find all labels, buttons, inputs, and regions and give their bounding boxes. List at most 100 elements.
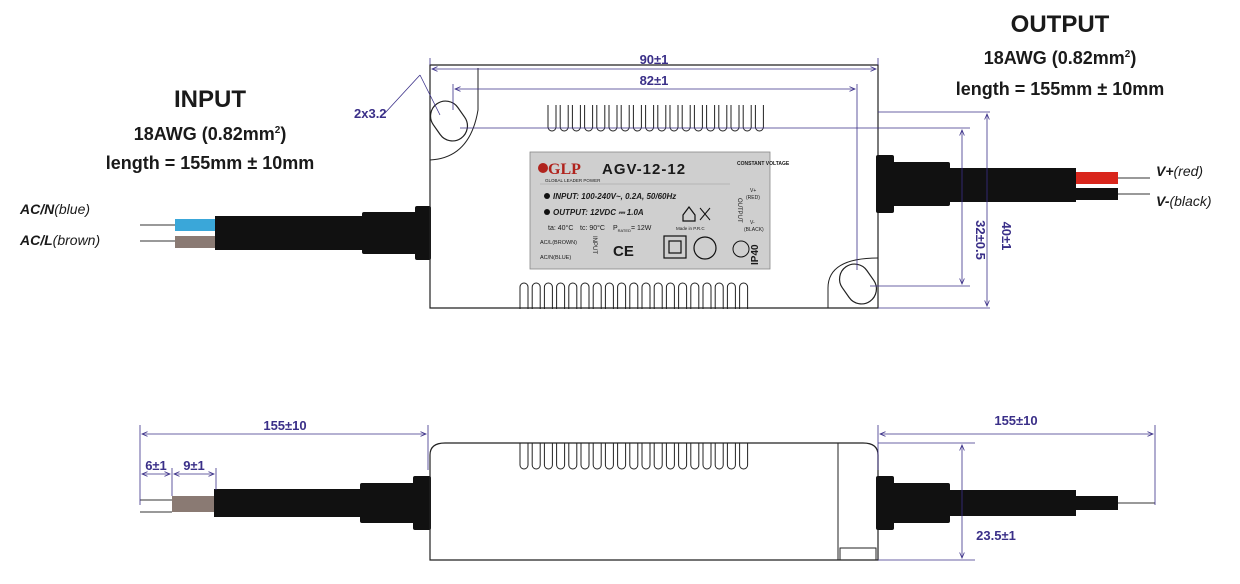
v-minus-label: V-(black) bbox=[1156, 193, 1212, 209]
vent-slot bbox=[641, 282, 651, 309]
safety-icon bbox=[732, 240, 750, 258]
input-strain-relief bbox=[362, 212, 417, 254]
vent-slot bbox=[608, 105, 618, 132]
vent-slot bbox=[556, 282, 566, 309]
ac-n-label: AC/N(blue) bbox=[19, 201, 90, 217]
input-side-text: INPUT bbox=[591, 236, 597, 254]
vent-slot bbox=[543, 443, 553, 470]
vent-slot bbox=[604, 443, 614, 470]
dim-height: 23.5±1 bbox=[976, 528, 1016, 543]
input-heading: INPUT 18AWG (0.82mm2) length = 155mm ± 1… bbox=[106, 86, 314, 173]
vent-slot bbox=[641, 443, 651, 470]
input-cable-side bbox=[214, 489, 364, 517]
vent-slot bbox=[629, 282, 639, 309]
vent-slot bbox=[754, 105, 764, 132]
output-title: OUTPUT bbox=[1011, 11, 1110, 38]
dim-overall-width: 40±1 bbox=[999, 222, 1014, 251]
output-awg: 18AWG (0.82mm2) bbox=[984, 48, 1137, 68]
vents-side bbox=[519, 443, 749, 470]
ac-l-terminal: AC/L(BROWN) bbox=[540, 240, 577, 246]
vent-slot bbox=[568, 282, 578, 309]
ce-mark: CE bbox=[613, 243, 634, 260]
vent-slot bbox=[519, 443, 529, 470]
input-cable bbox=[215, 216, 365, 250]
vent-slot bbox=[596, 105, 606, 132]
class2-icon bbox=[663, 235, 687, 259]
vent-slot bbox=[620, 105, 630, 132]
vent-slot bbox=[730, 105, 740, 132]
input-length: length = 155mm ± 10mm bbox=[106, 153, 314, 173]
bin-icon bbox=[699, 207, 711, 221]
dim-cable-out: 155±10 bbox=[994, 413, 1037, 428]
vent-slot bbox=[531, 282, 541, 309]
dim-hole: 2x3.2 bbox=[354, 106, 387, 121]
tc-value: tc: 90°C bbox=[580, 224, 605, 232]
black-wire bbox=[1076, 188, 1118, 200]
vent-slot bbox=[592, 443, 602, 470]
vent-slot bbox=[556, 443, 566, 470]
house-icon bbox=[682, 206, 696, 222]
vent-slot bbox=[678, 443, 688, 470]
vent-slot bbox=[571, 105, 581, 132]
ta-value: ta: 40°C bbox=[548, 224, 573, 232]
vent-slot bbox=[653, 282, 663, 309]
vent-slot bbox=[726, 282, 736, 309]
made-in: Made in P.R.C bbox=[676, 226, 705, 231]
vent-slot bbox=[678, 282, 688, 309]
input-title: INPUT bbox=[174, 86, 246, 113]
model-name: AGV-12-12 bbox=[602, 161, 686, 178]
v-plus-terminal: V+ bbox=[750, 188, 756, 194]
vent-slot bbox=[617, 443, 627, 470]
vent-slot bbox=[592, 282, 602, 309]
dim-sleeve: 9±1 bbox=[183, 458, 205, 473]
vent-slot bbox=[706, 105, 716, 132]
vent-slot bbox=[531, 443, 541, 470]
vent-slot bbox=[604, 282, 614, 309]
dim-strip: 6±1 bbox=[145, 458, 167, 473]
vent-slot bbox=[580, 282, 590, 309]
vent-slot bbox=[617, 282, 627, 309]
ac-n-terminal: AC/N(BLUE) bbox=[540, 255, 571, 261]
brand-sub: GLOBAL LEADER POWER bbox=[545, 178, 601, 183]
v-plus-label: V+(red) bbox=[1156, 163, 1203, 179]
vent-slot bbox=[690, 282, 700, 309]
input-wires-top bbox=[140, 206, 431, 260]
brown-wire bbox=[175, 236, 217, 248]
input-awg: 18AWG (0.82mm2) bbox=[134, 124, 287, 144]
product-label: GLP GLOBAL LEADER POWER AGV-12-12 CONSTA… bbox=[529, 151, 790, 270]
vent-slot bbox=[739, 282, 749, 309]
brand-mark bbox=[538, 163, 548, 173]
vent-slot bbox=[726, 443, 736, 470]
vent-slot bbox=[665, 282, 675, 309]
vent-slot bbox=[665, 443, 675, 470]
vent-slot bbox=[693, 105, 703, 132]
vent-slot bbox=[543, 282, 553, 309]
vent-slot bbox=[580, 443, 590, 470]
vents-top bbox=[547, 105, 764, 132]
vent-slot bbox=[702, 282, 712, 309]
v-minus-terminal: V- bbox=[750, 220, 755, 226]
prated-value: PRATED= 12W bbox=[613, 225, 652, 233]
vent-slot bbox=[702, 443, 712, 470]
vents-bottom bbox=[519, 282, 749, 309]
vent-slot bbox=[742, 105, 752, 132]
blue-wire bbox=[175, 219, 217, 231]
vent-slot bbox=[714, 282, 724, 309]
dimension-lines-top bbox=[384, 58, 990, 309]
mount-hole-right bbox=[838, 263, 878, 305]
brown-wire-side bbox=[172, 496, 216, 512]
mount-hole-left bbox=[429, 100, 469, 142]
vent-slot bbox=[657, 105, 667, 132]
vent-slot bbox=[584, 105, 594, 132]
output-length: length = 155mm ± 10mm bbox=[956, 79, 1164, 99]
vent-slot bbox=[629, 443, 639, 470]
transformer-icon bbox=[693, 236, 717, 260]
dim-cable-in: 155±10 bbox=[263, 418, 306, 433]
output-cable-side bbox=[948, 490, 1076, 516]
output-cable-top bbox=[876, 155, 1150, 213]
vent-slot bbox=[653, 443, 663, 470]
vent-slot bbox=[568, 443, 578, 470]
ac-l-label: AC/L(brown) bbox=[19, 232, 100, 248]
dimension-lines-side bbox=[139, 425, 1156, 561]
